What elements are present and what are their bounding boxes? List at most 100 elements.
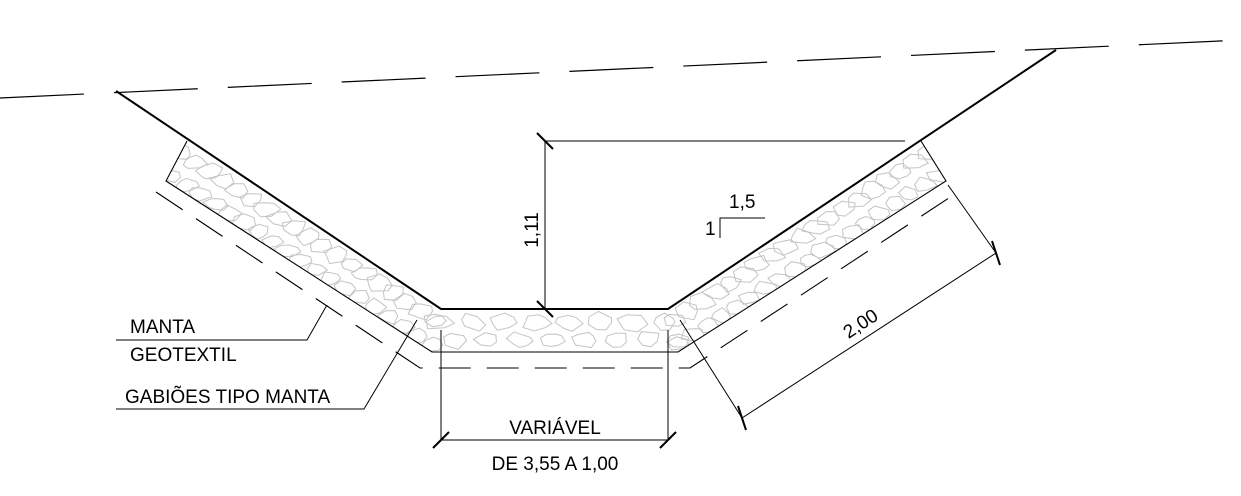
stone-shape [319,271,342,286]
stone-shape [784,261,807,278]
stone-shape [188,187,213,202]
stone-shape [223,183,249,199]
stone-shape [790,227,817,244]
stone-shape [175,177,201,193]
lining-extension-top [947,184,997,254]
stone-shape [637,331,660,348]
stone-shape [461,312,487,332]
stone-shape [239,193,263,208]
stone-shape [570,331,597,349]
stone-shape [425,315,456,330]
stone-shape [350,267,379,281]
stone-shape [604,332,627,348]
lining-extension-bottom [679,319,743,419]
stone-shape [925,169,946,184]
stone-shape [407,303,433,321]
stone-shape [365,297,388,315]
stone-shape [392,292,417,311]
stone-shape [917,144,943,160]
gabion-leader [116,319,418,410]
stone-shape [772,239,799,256]
stone-shape [688,291,717,310]
stone-shape [810,241,836,260]
stone-shape [261,235,285,249]
stone-shape [616,314,649,333]
width-tick-right [659,431,677,449]
stone-shape [443,332,468,350]
stone-shape [231,213,256,231]
stone-shape [588,310,613,331]
stone-shape [663,313,687,327]
stone-shape [757,247,787,262]
stone-shape [817,211,840,226]
stone-shape [309,238,333,254]
stone-shape [700,283,730,300]
stone-shape [653,312,676,331]
stone-shape [902,153,929,169]
stone-shape [307,262,329,276]
stone-shape [832,200,856,217]
lining-tick-top [991,240,1001,266]
stone-shape [247,223,269,240]
natural-ground-line [0,39,1241,99]
stone-shape [914,176,939,192]
width-label-line2: DE 3,55 A 1,00 [492,454,619,475]
depth-dimension-value: 1,11 [522,212,543,248]
stone-shape [753,280,777,295]
width-label-line1: VARIÁVEL [509,418,601,439]
stone-shape [423,313,447,328]
stone-shape [867,205,891,221]
stone-shape [732,266,759,283]
width-tick-left [432,431,450,449]
stone-shape [522,314,553,332]
geotextile-label-line1: MANTA [130,317,195,338]
stone-shape [743,254,771,272]
stone-shape [420,336,444,352]
depth-tick-top [536,132,554,150]
stone-shape [505,331,534,349]
channel-profile [115,49,1057,310]
stone-shape [288,253,313,269]
stone-shape [264,211,293,227]
stone-shape [194,162,224,180]
stone-shape [281,220,307,237]
stone-shape [348,289,370,304]
stone-shape [182,154,209,169]
slope-vertical-value: 1 [705,219,716,240]
stone-shape [889,162,912,180]
stone-shape [897,185,919,201]
stone-shape [801,220,831,235]
geotextile-line [155,191,959,369]
gabion-label: GABIÕES TIPO MANTA [125,386,330,408]
geotextile-leader [116,304,328,341]
stone-shape [674,301,698,321]
stone-shape [323,245,348,265]
lining-tick-bottom [737,405,747,431]
stone-shape [472,332,497,347]
gabion-lining-outline [165,140,947,353]
stone-shape [720,276,742,294]
stone-shape [725,299,750,315]
gabion-stone-pattern [166,144,946,352]
stone-shape [201,198,229,211]
stone-shape [848,192,873,208]
stone-shape [217,204,243,222]
stone-shape [854,215,876,230]
stone-shape [841,224,865,240]
slope-symbol [719,217,765,238]
stone-shape [874,172,901,190]
stone-shape [253,202,282,218]
stone-shape [539,333,567,347]
stone-shape [295,227,320,247]
stone-shape [799,253,823,268]
stone-shape [382,284,404,301]
lining-dimension-value: 2,00 [840,306,882,344]
stone-shape [860,180,887,200]
slope-horizontal-value: 1,5 [729,192,755,213]
stone-shape [340,258,364,273]
depth-tick-bottom [536,300,554,318]
stone-shape [885,195,907,212]
lining-dimension-line [741,252,997,419]
stone-shape [391,318,416,334]
